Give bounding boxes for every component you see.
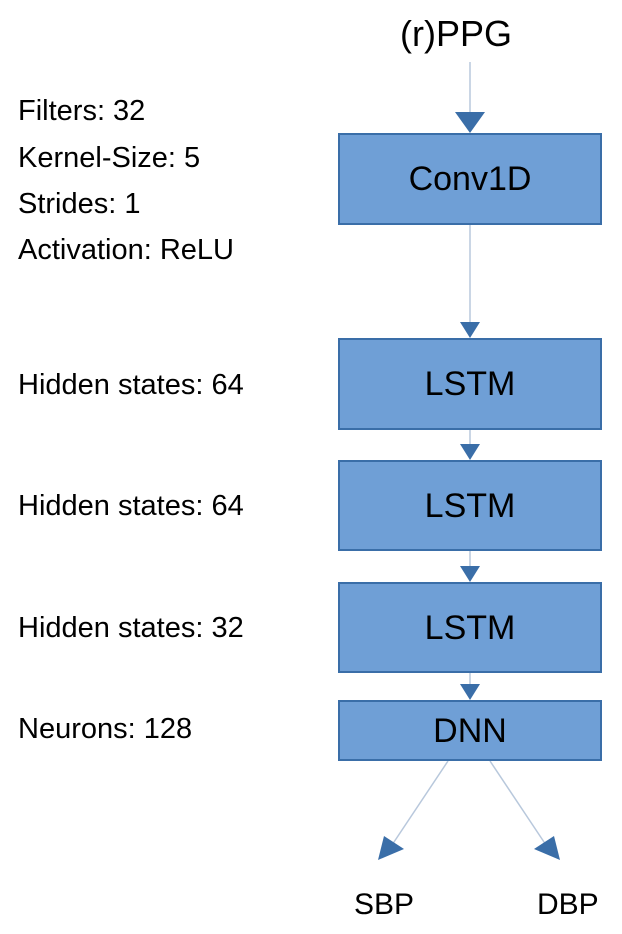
conv1d-param-activation: Activation: ReLU	[18, 234, 234, 266]
layer-box-conv1d: Conv1D	[338, 133, 602, 225]
layer-box-lstm-1: LSTM	[338, 338, 602, 430]
layer-box-lstm-2: LSTM	[338, 460, 602, 551]
arrowhead-lstm3	[460, 566, 480, 582]
conv1d-param-strides: Strides: 1	[18, 188, 141, 220]
output-label-dbp: DBP	[537, 888, 599, 921]
layer-box-lstm-3: LSTM	[338, 582, 602, 673]
arrowhead-lstm1	[460, 322, 480, 338]
arrowhead-dnn	[460, 684, 480, 700]
arrowhead-lstm2	[460, 444, 480, 460]
output-label-sbp: SBP	[354, 888, 415, 921]
lstm3-param-hidden-states: Hidden states: 32	[18, 612, 244, 644]
dnn-param-neurons: Neurons: 128	[18, 713, 193, 745]
input-label: (r)PPG	[400, 13, 512, 54]
lstm1-param-hidden-states: Hidden states: 64	[18, 369, 244, 401]
arrowhead-dbp	[534, 836, 560, 860]
connector-dnn-dbp	[489, 760, 547, 846]
arrowhead-sbp	[378, 836, 404, 860]
connector-dnn-sbp	[391, 760, 449, 846]
conv1d-param-filters: Filters: 32	[18, 95, 146, 127]
arrowhead-conv1d	[455, 112, 485, 133]
conv1d-param-kernel-size: Kernel-Size: 5	[18, 142, 201, 174]
layer-box-dnn: DNN	[338, 700, 602, 761]
lstm2-param-hidden-states: Hidden states: 64	[18, 490, 244, 522]
